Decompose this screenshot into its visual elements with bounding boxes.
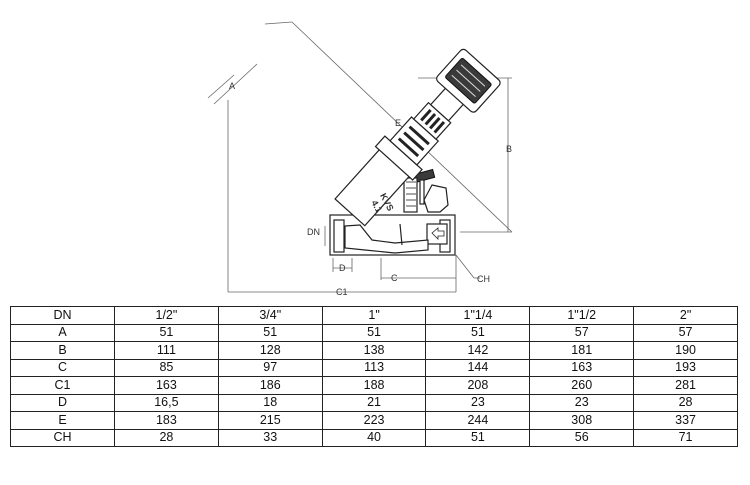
header-cell: 1"1/2 [529,306,635,325]
header-cell: 2" [633,306,738,325]
dimension-table: DN 1/2" 3/4" 1" 1"1/4 1"1/2 2" A 51 51 5… [10,306,738,447]
valve-bonnet [334,48,501,227]
dim-label-c: C [391,273,398,283]
header-cell: 1" [321,306,427,325]
table-cell: 190 [633,341,738,360]
table-cell: 183 [114,411,219,430]
table-cell: 128 [217,341,323,360]
dim-label-b: B [506,144,512,154]
header-cell: 1"1/4 [425,306,531,325]
dim-label-c1: C1 [336,287,348,297]
table-cell: 85 [114,358,219,377]
table-cell: 181 [529,341,635,360]
table-cell: A [10,323,115,342]
table-cell: 51 [114,323,219,342]
table-cell: 57 [529,323,635,342]
table-cell: 97 [217,358,323,377]
table-cell: 208 [425,376,531,395]
header-cell: 1/2" [114,306,219,325]
table-cell: 144 [425,358,531,377]
dimension-letters: A B E DN D C C1 CH [229,81,512,297]
header-cell: DN [10,306,115,325]
table-cell: 51 [321,323,427,342]
table-cell: 111 [114,341,219,360]
table-cell: 16,5 [114,393,219,412]
dimension-lines [207,21,513,293]
table-cell: E [10,411,115,430]
dim-label-ch: CH [477,274,490,284]
table-cell: CH [10,428,115,447]
dim-label-dn: DN [307,227,320,237]
valve-body [329,168,456,256]
dim-label-e: E [395,118,401,128]
table-row: A 51 51 51 51 57 57 [10,323,738,342]
table-cell: 260 [529,376,635,395]
flow-arrow-icon [431,227,445,240]
header-cell: 3/4" [217,306,323,325]
table-cell: 57 [633,323,738,342]
table-cell: 215 [217,411,323,430]
table-cell: 337 [633,411,738,430]
table-row: B 111 128 138 142 181 190 [10,341,738,360]
table-cell: 186 [217,376,323,395]
table-cell: 113 [321,358,427,377]
table-row: E 183 215 223 244 308 337 [10,411,738,430]
table-cell: B [10,341,115,360]
table-cell: 56 [529,428,635,447]
table-cell: 142 [425,341,531,360]
table-cell: 281 [633,376,738,395]
table-cell: 40 [321,428,427,447]
table-cell: 28 [114,428,219,447]
table-cell: 23 [425,393,531,412]
table-cell: 51 [217,323,323,342]
table-cell: 193 [633,358,738,377]
table-cell: 163 [114,376,219,395]
table-cell: 21 [321,393,427,412]
table-header-row: DN 1/2" 3/4" 1" 1"1/4 1"1/2 2" [10,306,738,325]
table-cell: 23 [529,393,635,412]
dim-label-a: A [229,81,235,91]
table-cell: 138 [321,341,427,360]
table-cell: C [10,358,115,377]
table-cell: 71 [633,428,738,447]
valve-technical-drawing: A B E DN D C C1 CH [207,21,513,297]
table-row: C1 163 186 188 208 260 281 [10,376,738,395]
table-cell: 188 [321,376,427,395]
table-cell: 33 [217,428,323,447]
table-cell: 28 [633,393,738,412]
table-cell: D [10,393,115,412]
table-cell: 223 [321,411,427,430]
table-cell: 51 [425,323,531,342]
table-row: D 16,5 18 21 23 23 28 [10,393,738,412]
table-cell: 163 [529,358,635,377]
table-cell: C1 [10,376,115,395]
table-cell: 244 [425,411,531,430]
table-row: C 85 97 113 144 163 193 [10,358,738,377]
table-cell: 308 [529,411,635,430]
table-cell: 18 [217,393,323,412]
table-cell: 51 [425,428,531,447]
dim-label-d: D [339,263,346,273]
table-row: CH 28 33 40 51 56 71 [10,428,738,447]
